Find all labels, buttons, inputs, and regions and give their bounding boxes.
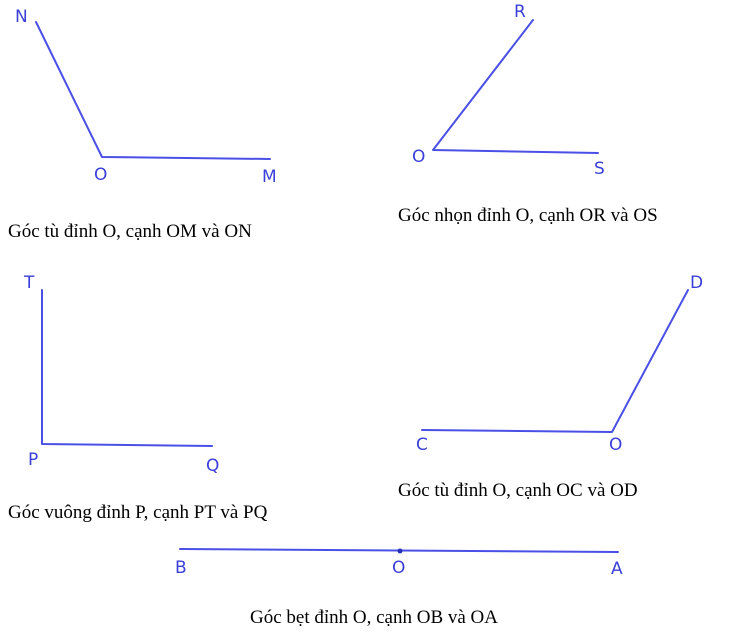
label-d: D bbox=[690, 273, 703, 293]
label-p: P bbox=[28, 450, 38, 470]
label-o-5: O bbox=[392, 558, 405, 578]
angle-ros: R O S Góc nhọn đỉnh O, cạnh OR và OS bbox=[398, 2, 658, 226]
angle-boa: B O A Góc bẹt đỉnh O, cạnh OB và OA bbox=[175, 548, 623, 628]
label-a: A bbox=[611, 559, 623, 579]
label-m: M bbox=[262, 167, 277, 187]
label-r: R bbox=[514, 2, 526, 22]
label-o-4: O bbox=[609, 435, 622, 455]
angle-ros-rays bbox=[432, 19, 599, 154]
label-b: B bbox=[175, 558, 187, 578]
caption-2: Góc nhọn đỉnh O, cạnh OR và OS bbox=[398, 205, 658, 226]
label-c: C bbox=[416, 435, 428, 455]
caption-5: Góc bẹt đỉnh O, cạnh OB và OA bbox=[250, 607, 498, 628]
caption-1: Góc tù đỉnh O, cạnh OM và ON bbox=[8, 221, 252, 242]
angle-mon: N O M Góc tù đỉnh O, cạnh OM và ON bbox=[8, 7, 277, 242]
label-t: T bbox=[23, 273, 35, 293]
angle-tpq-rays bbox=[41, 289, 213, 447]
label-o-2: O bbox=[412, 147, 425, 167]
angle-mon-rays bbox=[35, 21, 271, 160]
angle-cod-rays bbox=[421, 289, 689, 433]
angle-cod: D C O Góc tù đỉnh O, cạnh OC và OD bbox=[398, 273, 703, 501]
caption-3: Góc vuông đỉnh P, cạnh PT và PQ bbox=[8, 502, 268, 523]
angle-tpq: T P Q Góc vuông đỉnh P, cạnh PT và PQ bbox=[8, 273, 268, 523]
caption-4: Góc tù đỉnh O, cạnh OC và OD bbox=[398, 480, 638, 501]
label-q: Q bbox=[206, 456, 219, 476]
label-n: N bbox=[15, 7, 28, 27]
label-o-1: O bbox=[94, 165, 107, 185]
label-s: S bbox=[594, 159, 605, 179]
vertex-dot bbox=[397, 548, 403, 554]
